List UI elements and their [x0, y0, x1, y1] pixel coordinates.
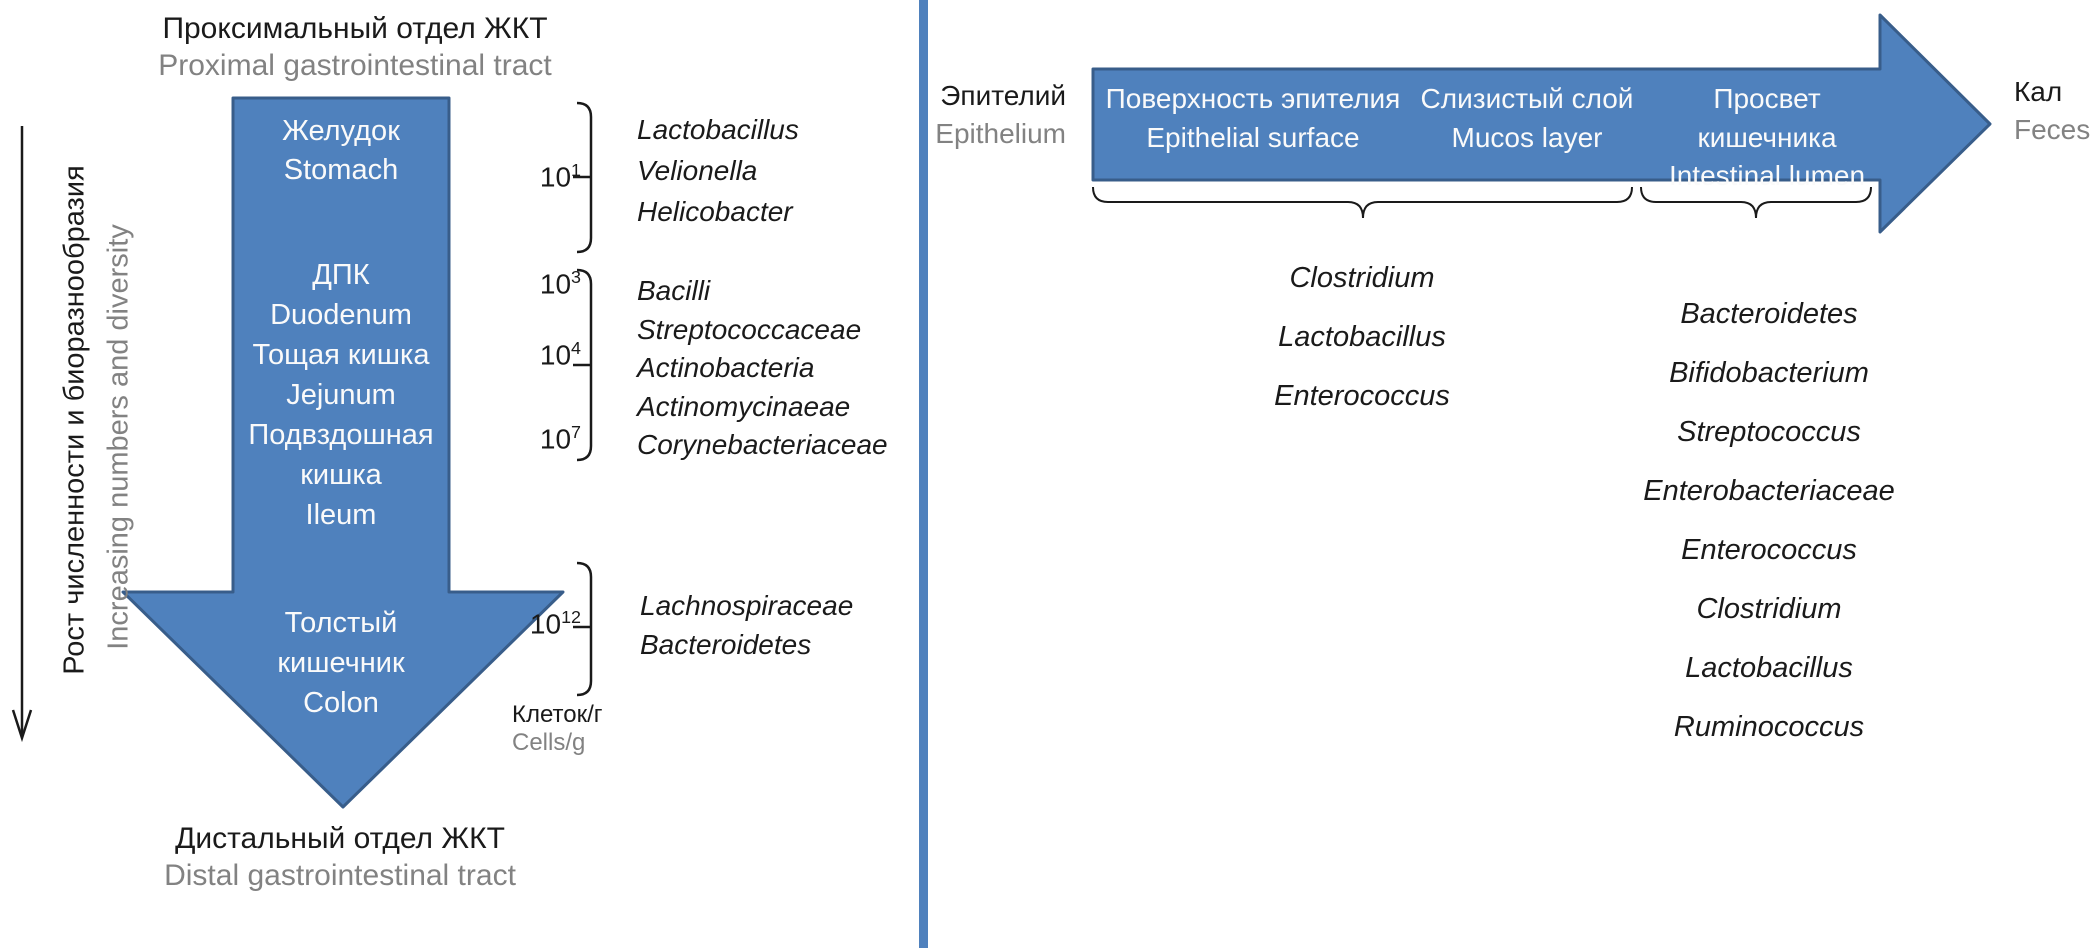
bacteria-group-stomach: Lactobacillus Velionella Helicobacter — [637, 109, 799, 232]
bacteria-name: Clostridium — [1696, 593, 1842, 625]
scale-value-10-1: 101 — [475, 160, 581, 193]
bacteria-name: Clostridium — [1289, 262, 1435, 294]
scale-value-10-3: 103 — [475, 267, 581, 300]
mucosa-group-brace — [1092, 186, 1633, 219]
power-base: 10 — [539, 161, 572, 193]
axis-label-en: Increasing numbers and diversity — [102, 224, 135, 650]
section-line: ДПК — [312, 259, 370, 291]
power-exp: 4 — [571, 338, 581, 358]
segment-label-ru: Слизистый слой — [1420, 83, 1634, 114]
section-line: Тощая кишка — [252, 339, 430, 371]
power-base: 10 — [529, 608, 562, 640]
epithelium-label-en: Epithelium — [935, 118, 1066, 149]
section-line: Желудок — [282, 115, 400, 147]
bacteria-name: Lactobacillus — [637, 114, 799, 145]
distal-title-en: Distal gastrointestinal tract — [164, 859, 516, 892]
segment-intestinal-lumen: Просвет кишечника Intestinal lumen — [1641, 80, 1893, 196]
bacteria-name: Velionella — [637, 155, 758, 186]
panel-divider-line — [919, 0, 928, 948]
bacteria-name: Ruminococcus — [1673, 711, 1865, 743]
scale-bracket-2 — [573, 268, 593, 462]
segment-label-en: Epithelial surface — [1146, 121, 1360, 153]
section-line: Толстый — [284, 607, 398, 639]
proximal-title-ru: Проксимальный отдел ЖКТ — [162, 12, 548, 45]
distal-title-ru: Дистальный отдел ЖКТ — [175, 822, 505, 855]
proximal-title-en: Proximal gastrointestinal tract — [158, 49, 552, 82]
section-line: кишка — [300, 459, 382, 491]
bacteria-name: Bacteroidetes — [1680, 298, 1858, 330]
bacteria-group-small-intestine: Bacilli Streptococcaceae Actinobacteria … — [637, 272, 888, 465]
section-line: Stomach — [283, 154, 399, 186]
scale-bracket-3 — [573, 561, 593, 697]
section-line: кишечник — [277, 647, 405, 679]
bacteria-group-mucosa: Clostridium Lactobacillus Enterococcus — [1212, 249, 1512, 426]
scale-value-10-4: 104 — [475, 338, 581, 371]
segment-epithelial-surface: Поверхность эпителия Epithelial surface — [1093, 80, 1413, 157]
scale-bracket-1 — [573, 101, 593, 254]
section-line: Jejunum — [286, 379, 396, 411]
bacteria-name: Bacteroidetes — [640, 628, 812, 660]
epithelium-label-ru: Эпителий — [940, 80, 1066, 111]
power-exp: 1 — [571, 160, 581, 180]
bacteria-group-colon: Lachnospiraceae Bacteroidetes — [640, 587, 853, 664]
segment-label-en: Intestinal lumen — [1668, 160, 1866, 191]
segment-label-ru: Поверхность эпителия — [1105, 83, 1401, 114]
bacteria-name: Lactobacillus — [1278, 321, 1446, 353]
bacteria-name: Corynebacteriaceae — [637, 429, 888, 460]
section-colon: Толстый кишечник Colon — [233, 603, 449, 723]
bacteria-name: Bifidobacterium — [1669, 357, 1869, 389]
feces-label-ru: Кал — [2014, 76, 2063, 107]
section-line: Duodenum — [270, 299, 412, 331]
bacteria-name: Enterococcus — [1681, 534, 1857, 566]
segment-label-ru: Просвет кишечника — [1697, 83, 1837, 153]
segment-label-en: Mucos layer — [1451, 121, 1603, 153]
bacteria-name: Enterobacteriaceae — [1643, 475, 1895, 507]
bacteria-name: Lachnospiraceae — [640, 590, 854, 621]
section-small-intestine: ДПК Duodenum Тощая кишка Jejunum Подвздо… — [233, 255, 449, 535]
bacteria-name: Streptococcus — [1677, 416, 1861, 448]
section-stomach: Желудок Stomach — [233, 112, 449, 190]
bacteria-name: Helicobacter — [637, 196, 793, 227]
section-line: Подвздошная — [248, 419, 434, 451]
power-base: 10 — [539, 268, 572, 300]
feces-label-en: Feces — [2014, 114, 2091, 145]
unit-label-ru: Клеток/г — [512, 701, 603, 728]
power-base: 10 — [539, 339, 572, 371]
lumen-group-brace — [1640, 186, 1872, 219]
bacteria-name: Actinomycinaeae — [637, 390, 851, 422]
power-exp: 12 — [561, 607, 581, 627]
section-line: Colon — [303, 687, 379, 719]
power-exp: 7 — [571, 422, 581, 442]
bacteria-name: Bacilli — [637, 275, 711, 306]
gi-tract-down-arrow — [121, 96, 565, 809]
segment-mucus-layer: Слизистый слой Mucos layer — [1413, 80, 1641, 157]
bacteria-group-lumen: Bacteroidetes Bifidobacterium Streptococ… — [1593, 285, 1945, 757]
scale-value-10-7: 107 — [475, 422, 581, 455]
section-line: Ileum — [305, 499, 377, 531]
bacteria-name: Streptococcaceae — [637, 313, 862, 345]
epithelium-to-feces-arrow — [1091, 13, 1992, 234]
axis-arrow-head — [11, 709, 33, 743]
bacteria-name: Lactobacillus — [1685, 652, 1853, 684]
bacteria-name: Actinobacteria — [637, 352, 815, 383]
bacteria-name: Enterococcus — [1274, 380, 1450, 412]
power-base: 10 — [539, 423, 572, 455]
scale-value-10-12: 1012 — [475, 607, 581, 640]
unit-label-en: Cells/g — [512, 729, 586, 756]
axis-label-ru: Рост численности и биоразнообразия — [58, 165, 91, 675]
power-exp: 3 — [571, 267, 581, 287]
